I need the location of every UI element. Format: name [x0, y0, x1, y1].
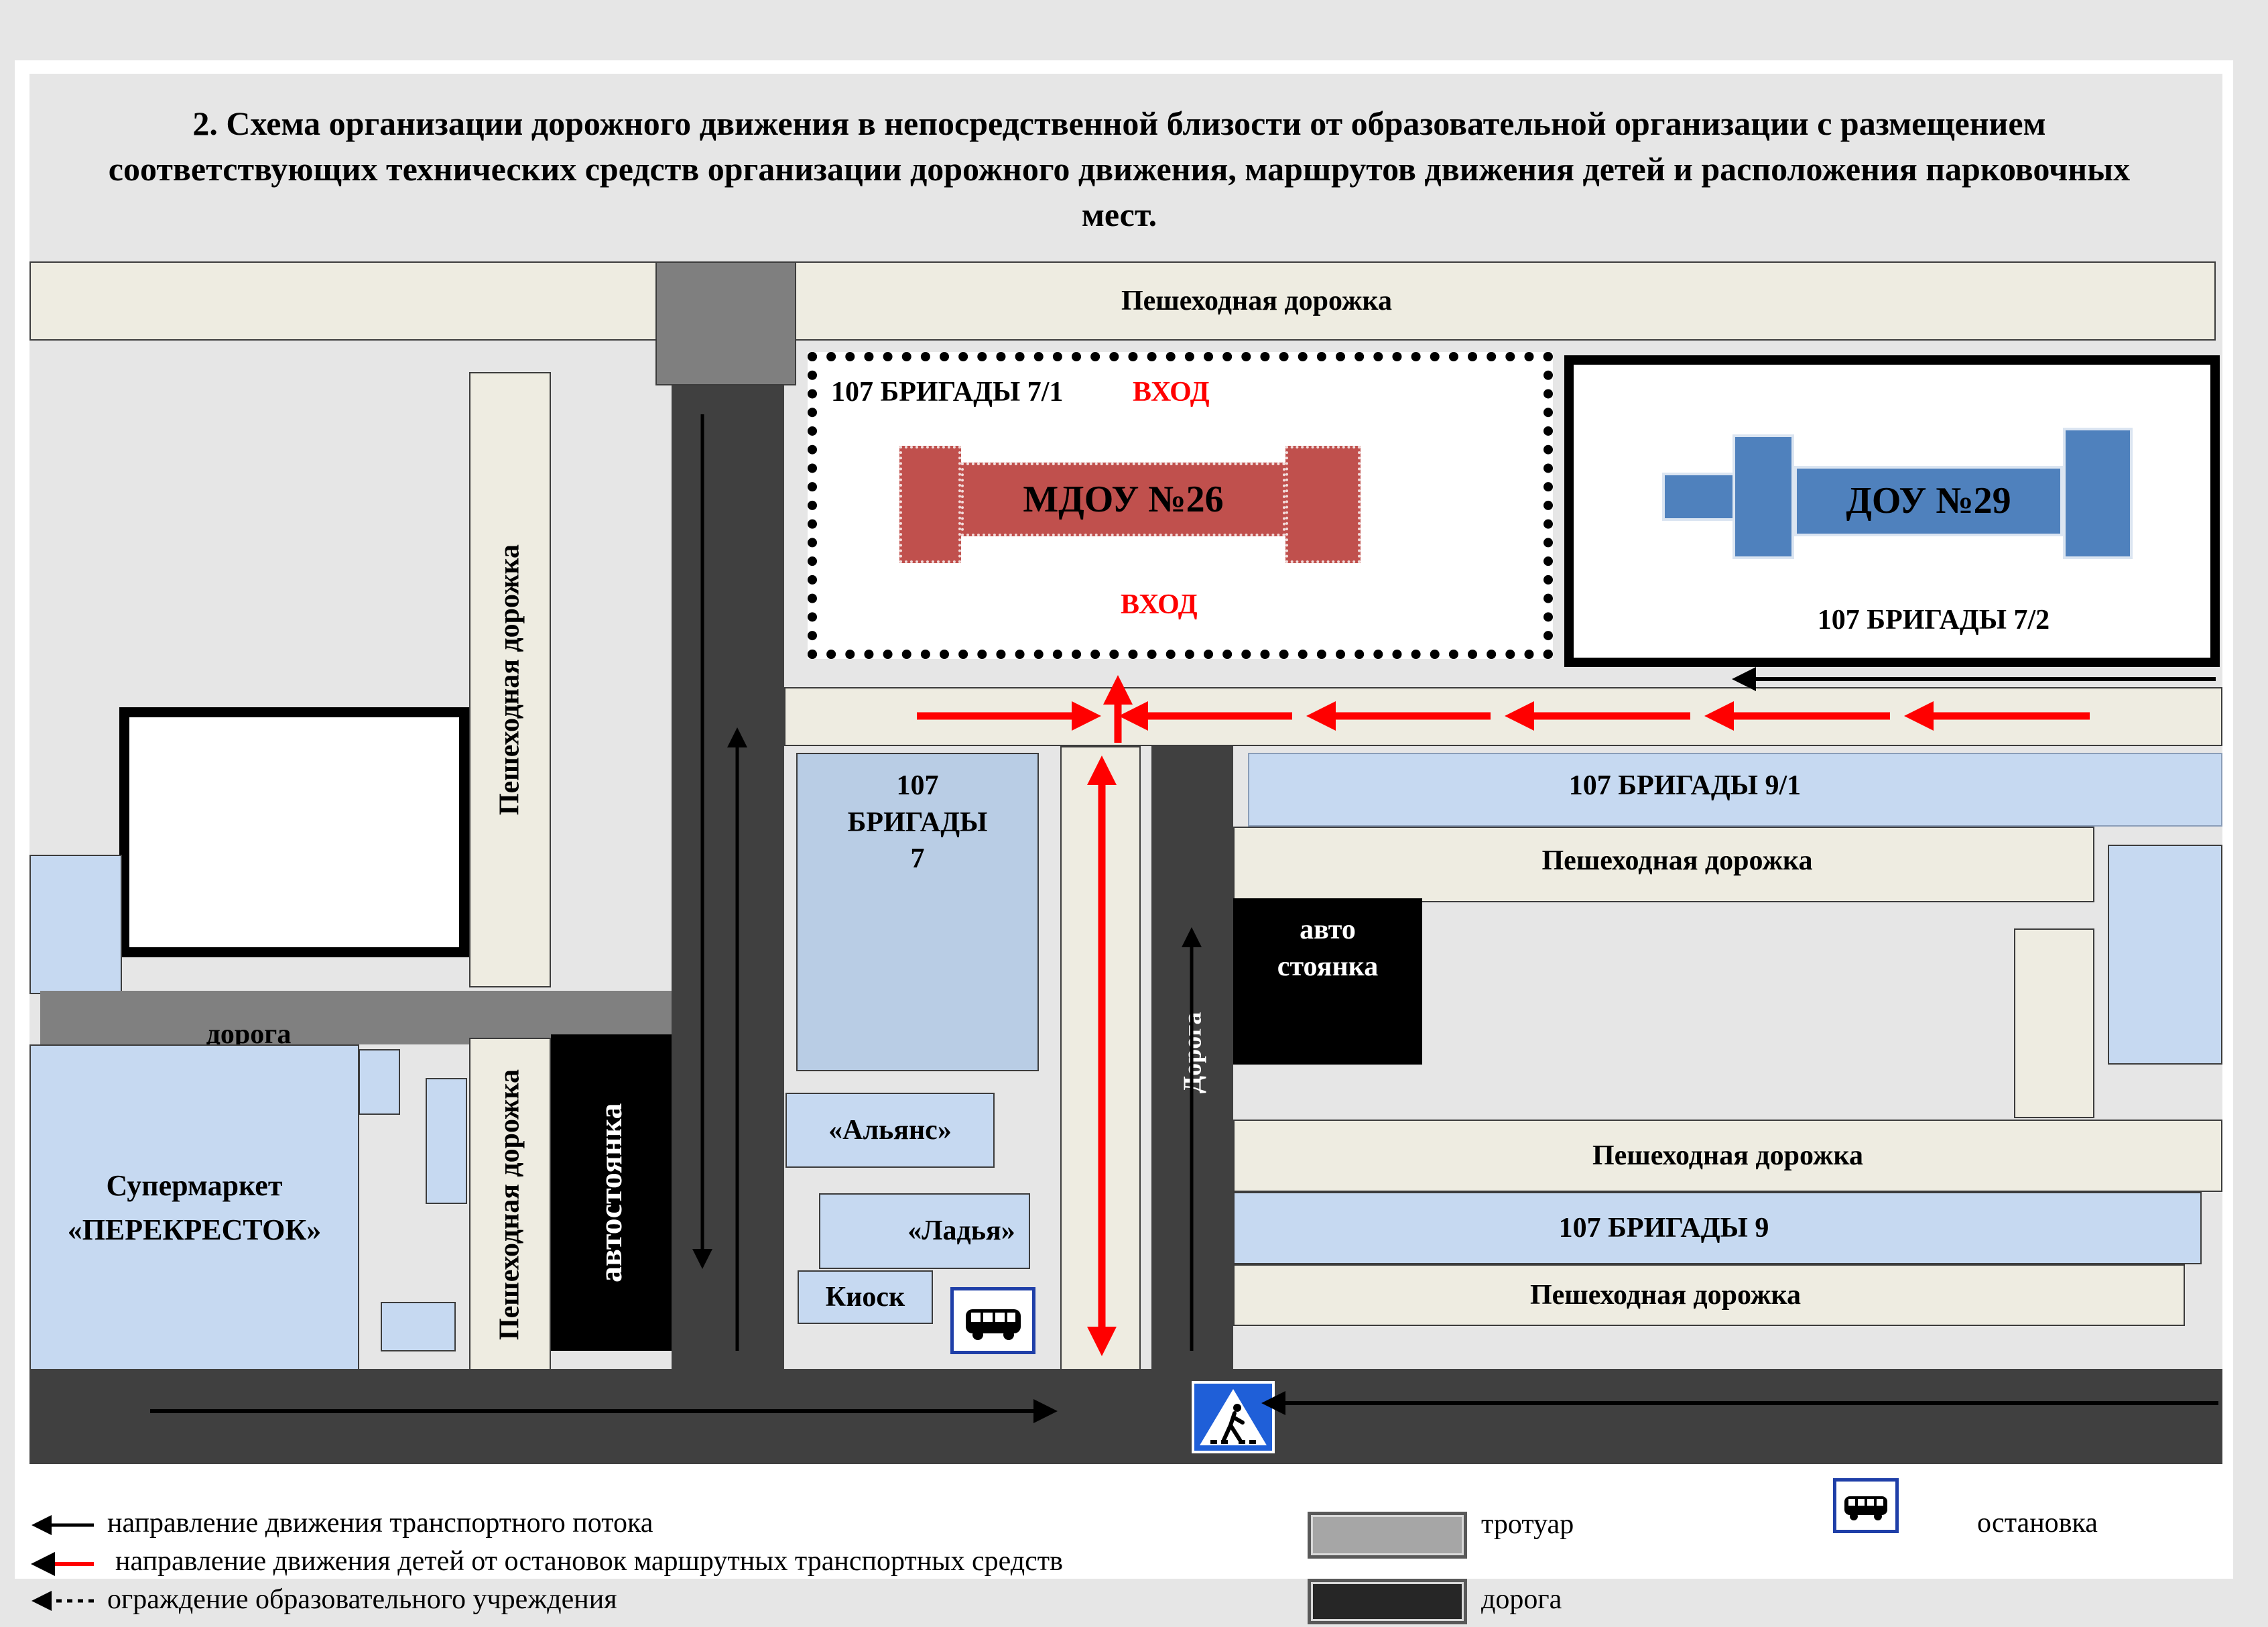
kiosk: Киоск — [798, 1270, 933, 1324]
road-intersection-block — [655, 261, 796, 385]
building-107-9: 107 БРИГАДЫ 9 — [1233, 1192, 2202, 1264]
legend-fence: ограждение образовательного учреждения — [107, 1584, 617, 1615]
legend-traffic: направление движения транспортного поток… — [107, 1508, 653, 1539]
shop-alliance-label: «Альянс» — [828, 1114, 952, 1146]
road-horizontal-label: дорога — [206, 1019, 292, 1044]
bus-stop-icon — [950, 1287, 1035, 1354]
walkway-9-bottom: Пешеходная дорожка — [1233, 1264, 2185, 1326]
legend-sidewalk-swatch — [1311, 1515, 1464, 1555]
shop-alliance: «Альянс» — [785, 1093, 995, 1168]
legend-road-swatch — [1311, 1582, 1464, 1621]
mdou-label: МДОУ №26 — [1023, 478, 1224, 520]
road-main-bottom — [29, 1369, 2222, 1464]
entry-label-top: ВХОД — [1133, 376, 1210, 408]
building-107-7-label: 107 БРИГАДЫ 7 — [847, 770, 988, 875]
legend-bus-stop-icon — [1833, 1478, 1899, 1533]
building-left-small — [29, 855, 122, 994]
building-107-9-1-label: 107 БРИГАДЫ 9/1 — [1568, 770, 1802, 801]
parking-small: авто стоянка — [1233, 898, 1422, 1065]
mdou-building-wing-left — [899, 446, 961, 563]
small-block-2 — [426, 1078, 467, 1204]
road-vertical-main — [672, 385, 784, 1371]
building-107-9-label: 107 БРИГАДЫ 9 — [1558, 1212, 1769, 1244]
dou-building-wing-left — [1732, 434, 1794, 559]
walkway-9-top: Пешеходная дорожка — [1233, 1120, 2222, 1192]
walkway-9-top-label: Пешеходная дорожка — [1592, 1140, 1863, 1171]
dou-building-wing-right — [2063, 428, 2133, 559]
building-107-7: 107 БРИГАДЫ 7 — [796, 753, 1039, 1071]
building-right-small — [2108, 845, 2222, 1065]
walkway-top-label: Пешеходная дорожка — [1121, 285, 1392, 316]
dou-building-annex — [1662, 473, 1736, 521]
parking-small-label: авто стоянка — [1277, 914, 1379, 982]
legend-stop: остановка — [1977, 1508, 2098, 1539]
small-block-3 — [381, 1302, 456, 1351]
building-left-white — [119, 707, 469, 957]
supermarket-label: Супермаркет «ПЕРЕКРЕСТОК» — [67, 1168, 322, 1246]
walkway-9-bottom-label: Пешеходная дорожка — [1529, 1279, 1801, 1311]
legend-children: направление движения детей от остановок … — [115, 1546, 1063, 1577]
building-107-9-1: 107 БРИГАДЫ 9/1 — [1248, 753, 2222, 827]
mdou-building: МДОУ №26 — [961, 463, 1285, 536]
page-title: 2. Схема организации дорожного движения … — [108, 105, 2131, 233]
address-7-2: 107 БРИГАДЫ 7/2 — [1817, 604, 2050, 636]
mdou-building-wing-right — [1285, 446, 1361, 563]
shop-ladya-label: «Ладья» — [907, 1215, 1015, 1247]
kiosk-label: Киоск — [825, 1281, 905, 1313]
pedestrian-crossing-icon — [1192, 1381, 1275, 1453]
legend-sidewalk: тротуар — [1481, 1509, 1574, 1540]
dou-building: ДОУ №29 — [1794, 466, 2063, 536]
entry-label-bottom: ВХОД — [1121, 589, 1198, 620]
dou-label: ДОУ №29 — [1846, 480, 2011, 522]
address-7-1: 107 БРИГАДЫ 7/1 — [831, 376, 1064, 408]
supermarket: Супермаркет «ПЕРЕКРЕСТОК» — [29, 1044, 359, 1371]
walkway-right-vertical — [2014, 928, 2094, 1118]
small-block-1 — [359, 1049, 400, 1115]
legend-road: дорога — [1481, 1584, 1562, 1615]
shop-ladya: «Ладья» — [819, 1193, 1030, 1269]
walkway-9-1-label: Пешеходная дорожка — [1541, 845, 1813, 876]
walkway-9-1: Пешеходная дорожка — [1233, 827, 2094, 902]
walkway-top: Пешеходная дорожка — [29, 261, 2216, 341]
